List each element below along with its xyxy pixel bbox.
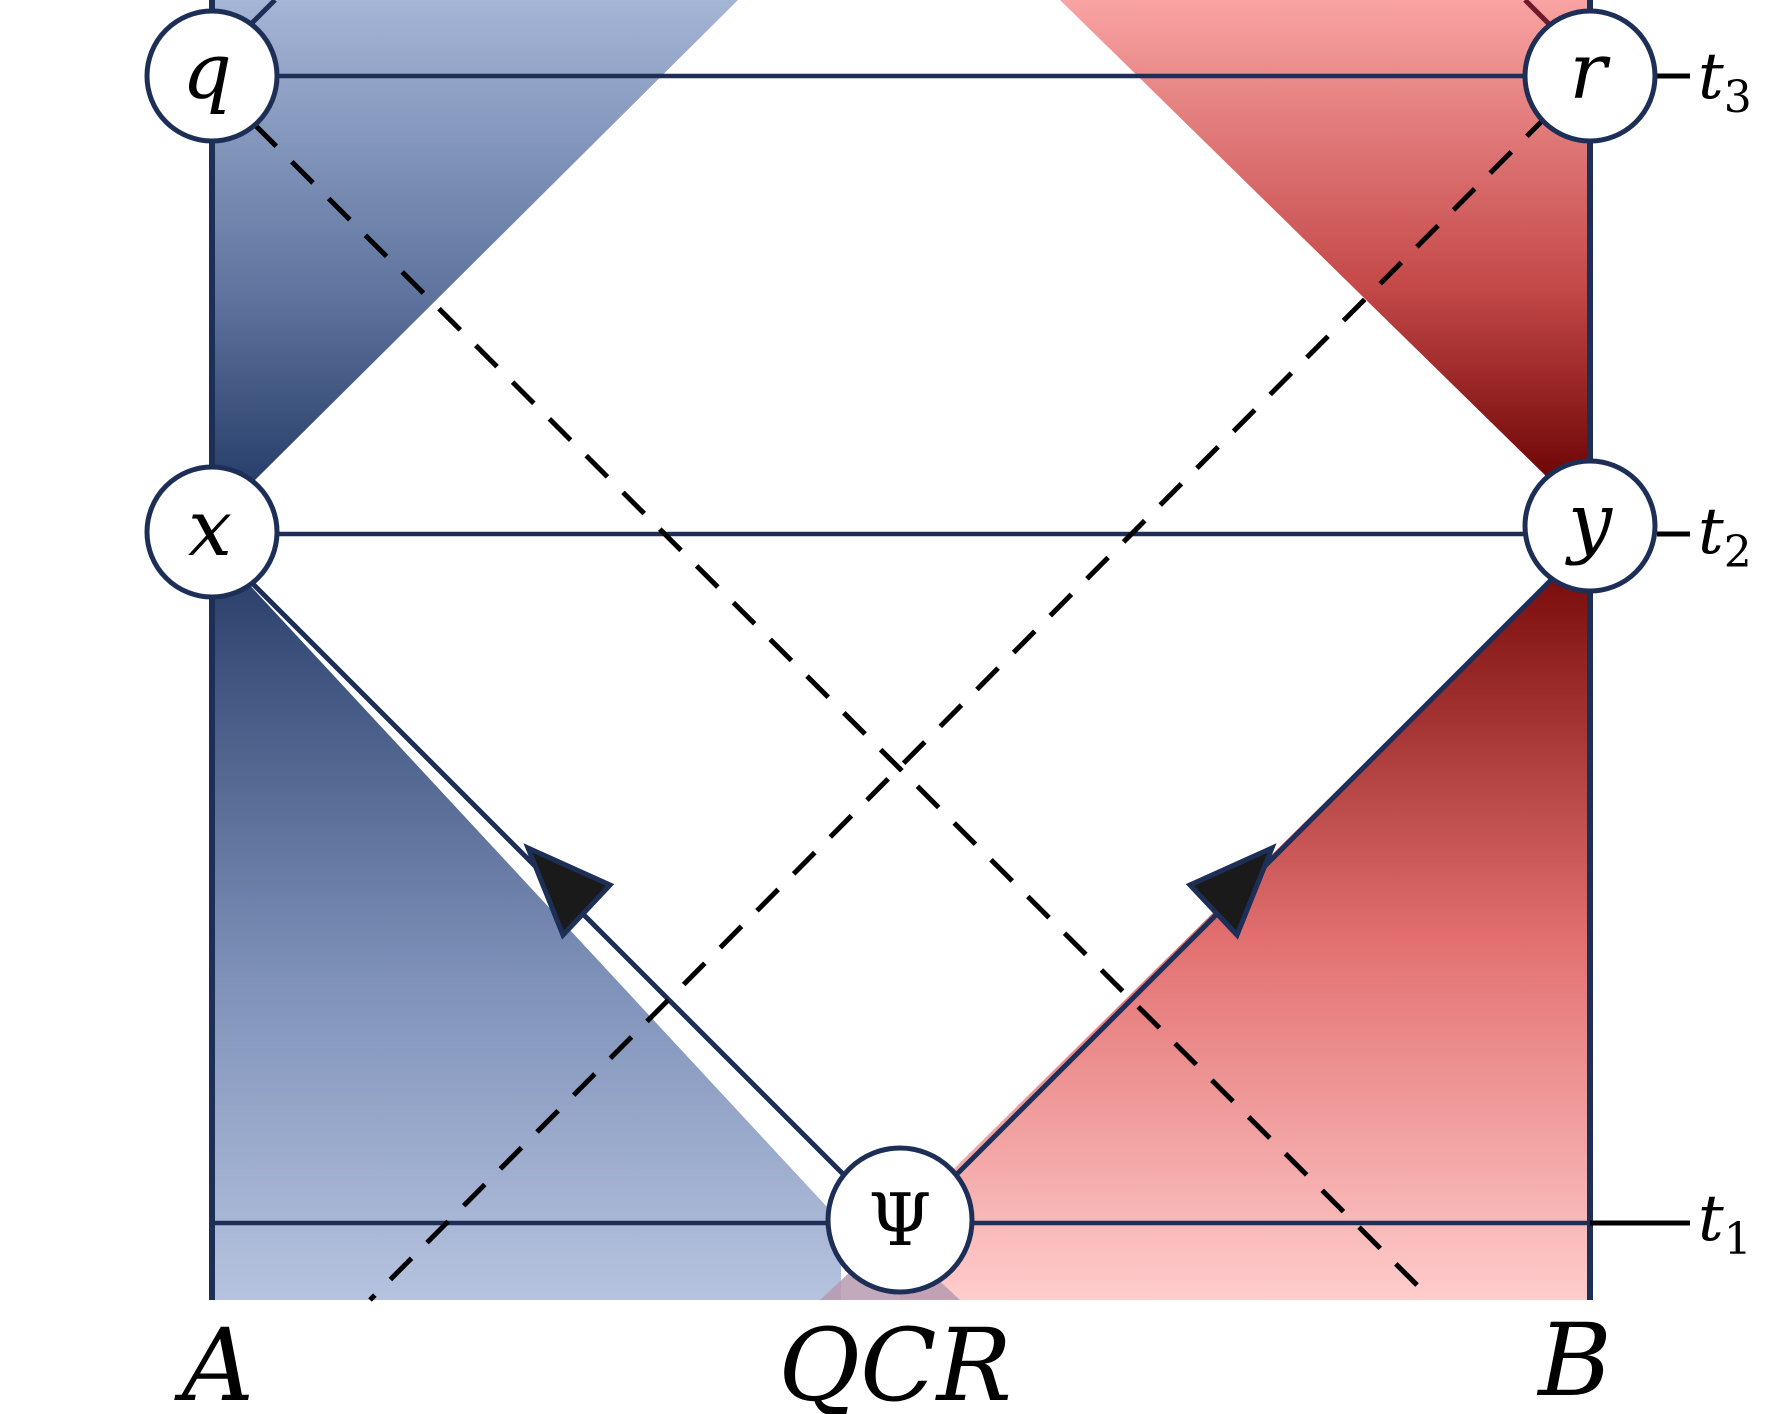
time-label-t1: t1: [1698, 1182, 1752, 1265]
node-x: x: [144, 464, 280, 600]
node-r-label: r: [1569, 27, 1611, 117]
node-q-label: q: [182, 27, 232, 117]
time-label-t3: t3: [1698, 40, 1752, 123]
node-r: r: [1522, 8, 1658, 144]
arrowhead-right: [1185, 843, 1277, 940]
node-y-label: y: [1565, 477, 1613, 567]
node-x-label: x: [188, 484, 232, 574]
node-q: q: [144, 8, 280, 144]
red-upper-region: [1060, 0, 1590, 485]
arrowhead-left: [523, 843, 615, 940]
node-psi-label: Ψ: [868, 1178, 931, 1262]
label-B: B: [1536, 1302, 1612, 1414]
dashed-line-r: [368, 113, 1550, 1302]
label-QCR: QCR: [778, 1307, 1012, 1414]
dashed-line-q: [253, 123, 1434, 1302]
blue-lower-region: [212, 575, 841, 1300]
time-label-t2: t2: [1698, 495, 1752, 578]
red-lower-region: [900, 575, 1590, 1300]
node-y: y: [1522, 458, 1658, 594]
label-A: A: [174, 1307, 254, 1414]
blue-upper-region: [212, 0, 738, 490]
node-psi: Ψ: [825, 1145, 975, 1295]
